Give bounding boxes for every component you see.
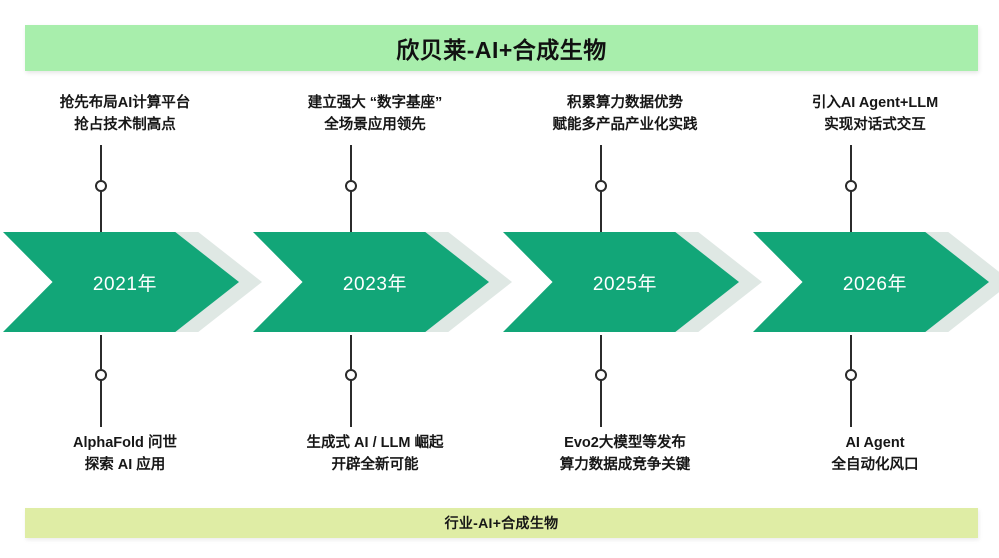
timeline: 抢先布局AI计算平台 抢占技术制高点 2021年 AlphaFold 问世 探索… (0, 80, 999, 490)
footer-label: 行业-AI+合成生物 (444, 515, 559, 531)
milestone-bottom-caption: 生成式 AI / LLM 崛起 开辟全新可能 (250, 432, 500, 476)
milestone-bottom-caption-line1: AlphaFold 问世 (73, 435, 177, 451)
timeline-milestone: 积累算力数据优势 赋能多产品产业化实践 2025年 Evo2大模型等发布 算力数… (500, 80, 762, 490)
milestone-year-label: 2025年 (592, 273, 658, 295)
milestone-top-caption-line1: 抢先布局AI计算平台 (59, 95, 191, 111)
page-title: 欣贝莱-AI+合成生物 (396, 37, 607, 63)
milestone-top-caption: 积累算力数据优势 赋能多产品产业化实践 (500, 92, 750, 136)
milestone-bottom-caption: AlphaFold 问世 探索 AI 应用 (0, 432, 250, 476)
milestone-year-label: 2021年 (92, 273, 158, 295)
timeline-milestone: 引入AI Agent+LLM 实现对话式交互 2026年 AI Agent 全自… (750, 80, 999, 490)
milestone-chevron[interactable]: 2023年 (250, 232, 512, 332)
connector-line-bottom (600, 335, 602, 427)
title-banner: 欣贝莱-AI+合成生物 (25, 25, 978, 71)
milestone-top-caption-line1: 引入AI Agent+LLM (811, 95, 939, 111)
milestone-top-caption: 建立强大 “数字基座” 全场景应用领先 (250, 92, 500, 136)
milestone-chevron[interactable]: 2026年 (750, 232, 999, 332)
milestone-top-caption-line2: 实现对话式交互 (824, 117, 926, 134)
milestone-bottom-caption-line2: 开辟全新可能 (331, 457, 419, 474)
milestone-top-caption: 引入AI Agent+LLM 实现对话式交互 (750, 92, 999, 136)
milestone-bottom-caption: AI Agent 全自动化风口 (750, 432, 999, 476)
milestone-chevron[interactable]: 2025年 (500, 232, 762, 332)
connector-node-top-icon (95, 180, 107, 192)
timeline-milestone: 建立强大 “数字基座” 全场景应用领先 2023年 生成式 AI / LLM 崛… (250, 80, 512, 490)
connector-line-top (350, 145, 352, 245)
milestone-top-caption-line1: 建立强大 “数字基座” (307, 95, 443, 111)
milestone-year-label: 2023年 (342, 273, 408, 295)
milestone-top-caption-line2: 赋能多产品产业化实践 (552, 117, 698, 134)
connector-line-bottom (100, 335, 102, 427)
connector-node-bottom-icon (345, 369, 357, 381)
milestone-year-label: 2026年 (842, 273, 908, 295)
connector-line-top (600, 145, 602, 245)
connector-line-bottom (350, 335, 352, 427)
milestone-bottom-caption: Evo2大模型等发布 算力数据成竞争关键 (500, 432, 750, 476)
timeline-milestone: 抢先布局AI计算平台 抢占技术制高点 2021年 AlphaFold 问世 探索… (0, 80, 262, 490)
connector-node-bottom-icon (845, 369, 857, 381)
milestone-top-caption-line2: 抢占技术制高点 (74, 117, 176, 134)
milestone-top-caption-line1: 积累算力数据优势 (567, 95, 683, 111)
connector-node-bottom-icon (595, 369, 607, 381)
milestone-chevron[interactable]: 2021年 (0, 232, 262, 332)
milestone-top-caption-line2: 全场景应用领先 (324, 117, 426, 134)
footer-bar: 行业-AI+合成生物 (25, 508, 978, 538)
milestone-bottom-caption-line2: 探索 AI 应用 (84, 457, 166, 474)
connector-node-top-icon (345, 180, 357, 192)
milestone-bottom-caption-line2: 算力数据成竞争关键 (559, 457, 691, 474)
milestone-top-caption: 抢先布局AI计算平台 抢占技术制高点 (0, 92, 250, 136)
connector-line-top (100, 145, 102, 245)
connector-line-bottom (850, 335, 852, 427)
milestone-bottom-caption-line1: 生成式 AI / LLM 崛起 (306, 435, 444, 451)
connector-node-top-icon (845, 180, 857, 192)
milestone-bottom-caption-line2: 全自动化风口 (831, 457, 919, 474)
milestone-bottom-caption-line1: AI Agent (845, 435, 905, 451)
connector-node-top-icon (595, 180, 607, 192)
milestone-bottom-caption-line1: Evo2大模型等发布 (564, 435, 686, 451)
connector-node-bottom-icon (95, 369, 107, 381)
connector-line-top (850, 145, 852, 245)
